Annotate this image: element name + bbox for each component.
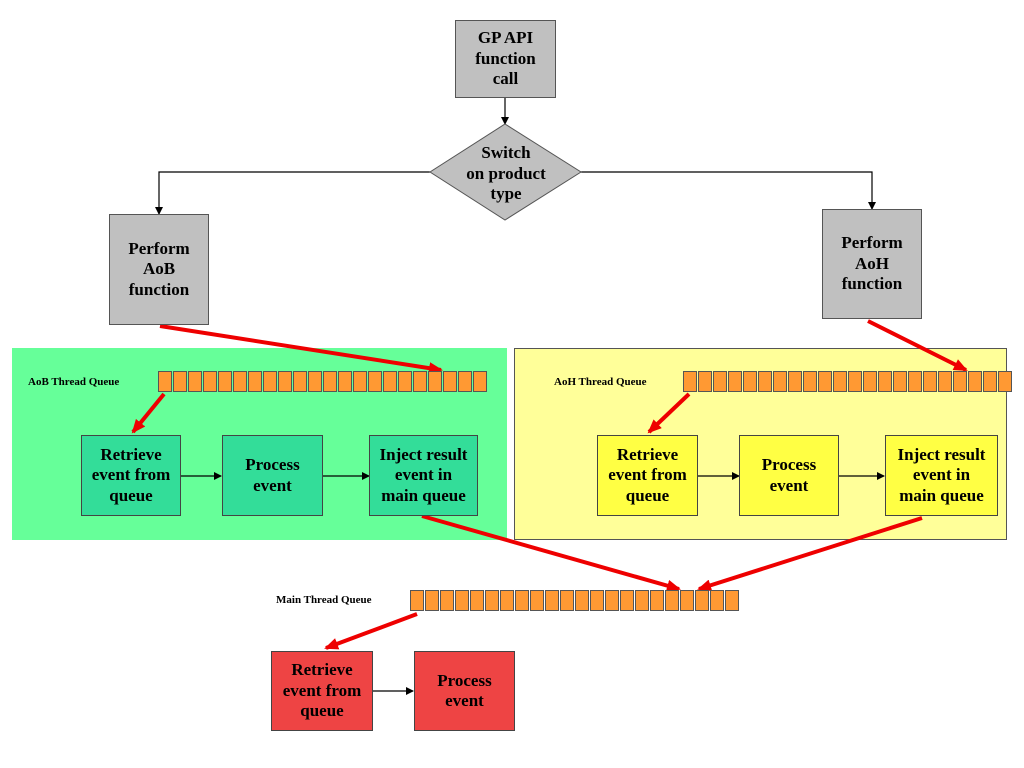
queue-cell xyxy=(725,590,739,611)
queue-cell xyxy=(515,590,529,611)
queue-cell xyxy=(188,371,202,392)
perform-aoh-box: Perform AoH function xyxy=(822,209,922,319)
queue-cell xyxy=(590,590,604,611)
queue-cell xyxy=(560,590,574,611)
main-thread-queue xyxy=(410,590,740,611)
queue-cell xyxy=(410,590,424,611)
aob-retrieve-text: Retrieve event from queue xyxy=(91,444,171,505)
queue-cell xyxy=(650,590,664,611)
queue-cell xyxy=(665,590,679,611)
queue-cell xyxy=(455,590,469,611)
queue-cell xyxy=(968,371,982,392)
queue-cell xyxy=(263,371,277,392)
queue-cell xyxy=(278,371,292,392)
aoh-retrieve-box: Retrieve event from queue xyxy=(597,435,698,516)
queue-cell xyxy=(743,371,757,392)
main-retrieve-text: Retrieve event from queue xyxy=(282,660,362,721)
arrow-switch-to-aoh xyxy=(580,171,876,210)
aoh-retrieve-text: Retrieve event from queue xyxy=(608,444,687,505)
aob-thread-queue xyxy=(158,371,488,392)
aoh-queue-label: AoH Thread Queue xyxy=(554,376,647,388)
queue-cell xyxy=(683,371,697,392)
queue-cell xyxy=(323,371,337,392)
queue-cell xyxy=(428,371,442,392)
main-process-box: Process event xyxy=(414,651,515,731)
aob-retrieve-box: Retrieve event from queue xyxy=(81,435,181,516)
arrow-switch-to-aob xyxy=(155,171,430,215)
aob-queue-label: AoB Thread Queue xyxy=(28,376,120,388)
perform-aob-box: Perform AoB function xyxy=(109,214,209,325)
aob-inject-text: Inject result event in main queue xyxy=(379,444,468,505)
queue-cell xyxy=(575,590,589,611)
aoh-process-text: Process event xyxy=(761,455,817,495)
queue-cell xyxy=(293,371,307,392)
queue-cell xyxy=(953,371,967,392)
queue-cell xyxy=(545,590,559,611)
perform-aob-text: Perform AoB function xyxy=(128,238,190,299)
switch-text: Switch on product type xyxy=(466,143,546,204)
gp-api-call-text: GP API function call xyxy=(475,28,536,89)
queue-cell xyxy=(398,371,412,392)
queue-cell xyxy=(788,371,802,392)
aob-inject-box: Inject result event in main queue xyxy=(369,435,478,516)
queue-cell xyxy=(698,371,712,392)
aoh-process-box: Process event xyxy=(739,435,839,516)
queue-cell xyxy=(233,371,247,392)
queue-cell xyxy=(713,371,727,392)
aoh-thread-queue xyxy=(683,371,1013,392)
queue-cell xyxy=(203,371,217,392)
queue-cell xyxy=(440,590,454,611)
main-retrieve-box: Retrieve event from queue xyxy=(271,651,373,731)
queue-cell xyxy=(338,371,352,392)
queue-cell xyxy=(863,371,877,392)
queue-cell xyxy=(620,590,634,611)
queue-cell xyxy=(728,371,742,392)
perform-aoh-text: Perform AoH function xyxy=(841,233,903,294)
queue-cell xyxy=(248,371,262,392)
queue-cell xyxy=(983,371,997,392)
queue-cell xyxy=(773,371,787,392)
queue-cell xyxy=(458,371,472,392)
queue-cell xyxy=(818,371,832,392)
gp-api-call-box: GP API function call xyxy=(455,20,556,98)
queue-cell xyxy=(758,371,772,392)
main-process-text: Process event xyxy=(437,670,492,710)
aoh-inject-box: Inject result event in main queue xyxy=(885,435,998,516)
queue-cell xyxy=(998,371,1012,392)
queue-cell xyxy=(485,590,499,611)
aoh-inject-text: Inject result event in main queue xyxy=(897,444,986,505)
queue-cell xyxy=(173,371,187,392)
queue-cell xyxy=(710,590,724,611)
main-queue-label: Main Thread Queue xyxy=(276,594,372,606)
queue-cell xyxy=(413,371,427,392)
queue-cell xyxy=(383,371,397,392)
queue-cell xyxy=(923,371,937,392)
queue-cell xyxy=(425,590,439,611)
queue-cell xyxy=(218,371,232,392)
queue-cell xyxy=(443,371,457,392)
queue-cell xyxy=(878,371,892,392)
queue-cell xyxy=(695,590,709,611)
queue-cell xyxy=(848,371,862,392)
queue-cell xyxy=(908,371,922,392)
queue-cell xyxy=(500,590,514,611)
queue-cell xyxy=(530,590,544,611)
queue-cell xyxy=(893,371,907,392)
queue-cell xyxy=(635,590,649,611)
red-arrow-main-queue-to-retrieve xyxy=(324,612,418,650)
queue-cell xyxy=(680,590,694,611)
queue-cell xyxy=(353,371,367,392)
queue-cell xyxy=(470,590,484,611)
queue-cell xyxy=(605,590,619,611)
queue-cell xyxy=(803,371,817,392)
aob-process-text: Process event xyxy=(245,455,300,495)
queue-cell xyxy=(158,371,172,392)
aob-process-box: Process event xyxy=(222,435,323,516)
queue-cell xyxy=(368,371,382,392)
queue-cell xyxy=(938,371,952,392)
queue-cell xyxy=(308,371,322,392)
queue-cell xyxy=(473,371,487,392)
queue-cell xyxy=(833,371,847,392)
